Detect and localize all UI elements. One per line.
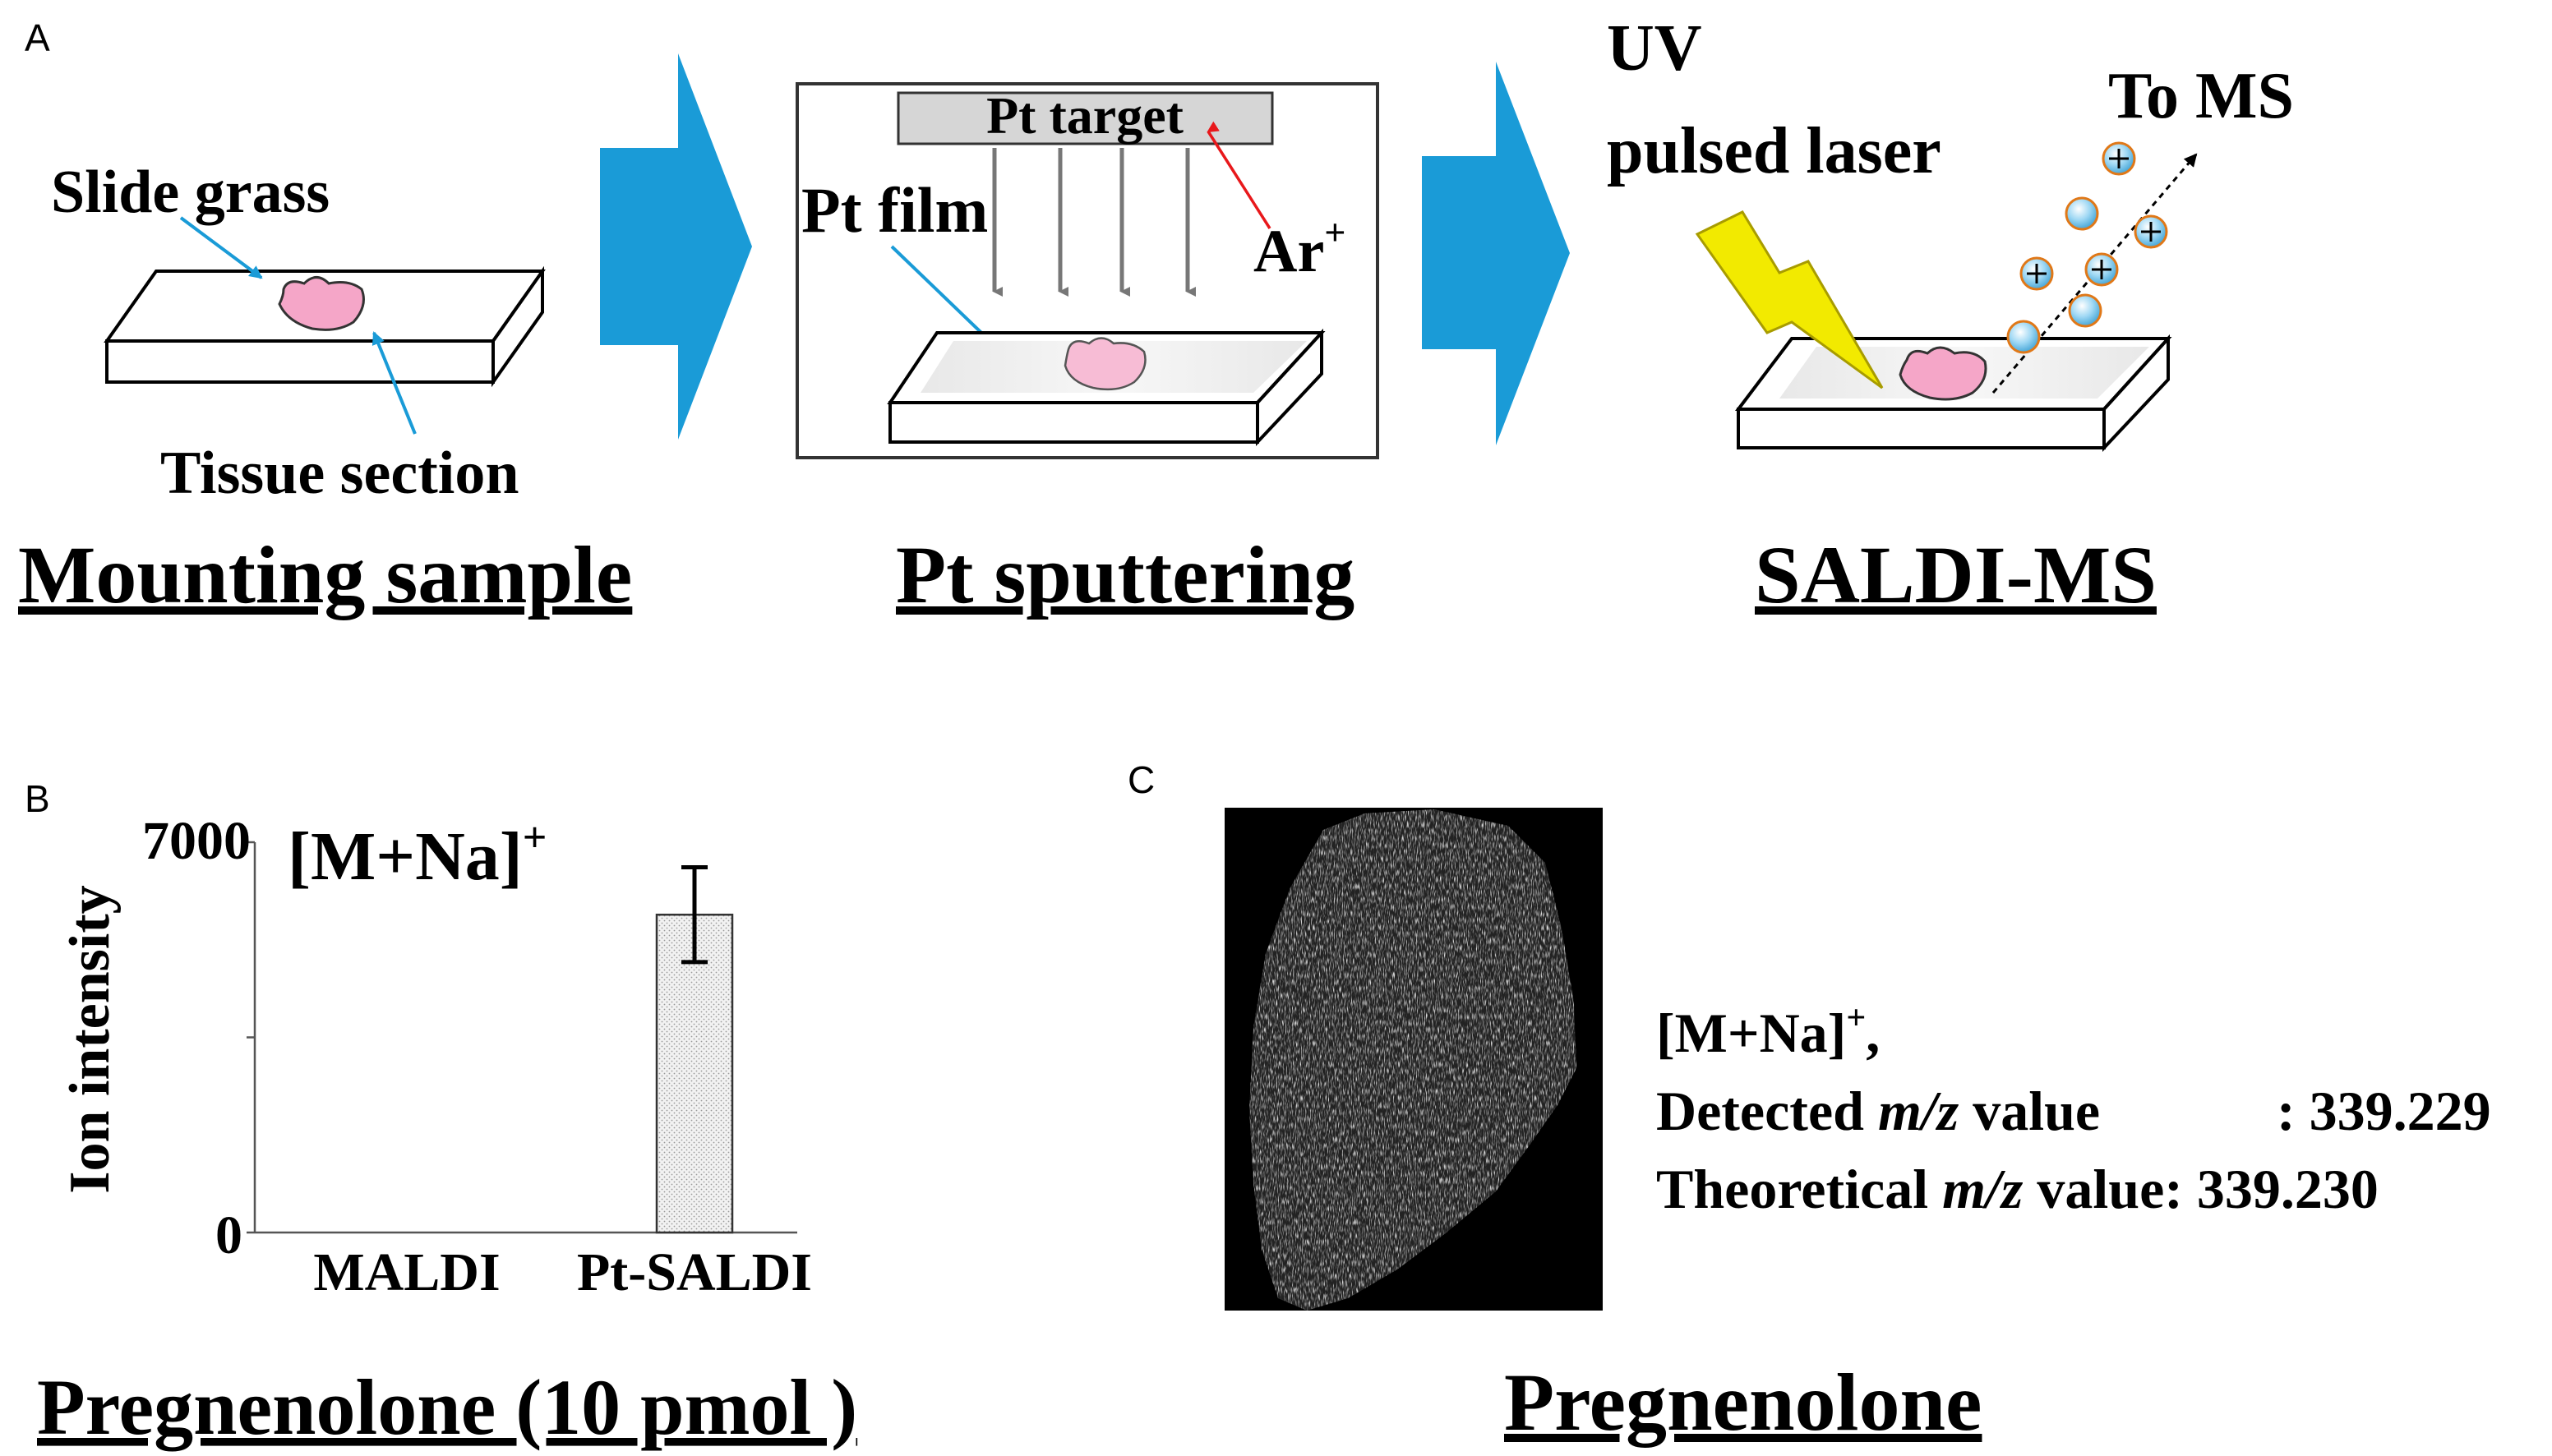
panel-b-caption: Pregnenolone (10 pmol ) bbox=[37, 1363, 857, 1451]
to-ms-label: To MS bbox=[2108, 60, 2294, 132]
pulsed-laser-label: pulsed laser bbox=[1607, 115, 1941, 187]
sputter-tissue bbox=[1064, 337, 1147, 391]
ion-trajectory bbox=[1991, 153, 2198, 394]
pt-film-label: Pt film bbox=[801, 174, 988, 246]
pt-target-label: Pt target bbox=[986, 86, 1184, 145]
uv-label: UV bbox=[1607, 12, 1702, 85]
mount-tissue bbox=[278, 276, 365, 331]
plus-icons bbox=[2027, 149, 2161, 283]
panel-b-letter: B bbox=[25, 777, 50, 820]
panel-a-letter: A bbox=[25, 16, 50, 59]
process-arrow-1 bbox=[600, 53, 752, 440]
y-tick-label: 7000 bbox=[142, 811, 251, 871]
tissue-pointer bbox=[371, 331, 417, 435]
slide-grass-label: Slide grass bbox=[51, 159, 330, 226]
chart-title: [M+Na]+ bbox=[288, 814, 547, 895]
detected-mz-line: Detected m/z value bbox=[1656, 1080, 2100, 1142]
x-tick-label: MALDI bbox=[313, 1242, 500, 1302]
sputter-caption: Pt sputtering bbox=[896, 529, 1354, 620]
process-arrow-2 bbox=[1422, 62, 1570, 445]
sputter-slide bbox=[887, 328, 1326, 447]
sputter-arrows bbox=[992, 148, 1196, 297]
y-tick-label: 0 bbox=[215, 1205, 242, 1265]
panel-c-caption: Pregnenolone bbox=[1504, 1357, 1982, 1448]
ion-formula: [M+Na]+, bbox=[1656, 999, 1880, 1064]
saldi-tissue bbox=[1899, 346, 1987, 401]
ion-spheres bbox=[2006, 141, 2168, 354]
y-axis-label: Ion intensity bbox=[58, 885, 122, 1193]
detected-mz-value: : 339.229 bbox=[2277, 1080, 2491, 1142]
slide-pointer bbox=[179, 216, 263, 279]
lightning-icon bbox=[1695, 210, 1884, 389]
x-tick-label: Pt-SALDI bbox=[577, 1242, 812, 1302]
saldi-caption: SALDI-MS bbox=[1755, 529, 2157, 620]
ar-pointer bbox=[1207, 121, 1271, 229]
mount-caption: Mounting sample bbox=[18, 529, 632, 620]
bar bbox=[655, 913, 734, 1234]
tissue-section-label: Tissue section bbox=[160, 440, 519, 507]
ar-label: Ar+ bbox=[1253, 211, 1346, 285]
theoretical-mz-line: Theoretical m/z value: 339.230 bbox=[1656, 1158, 2379, 1220]
panel-c-letter: C bbox=[1128, 758, 1155, 801]
ms-image-tissue bbox=[1249, 809, 1576, 1311]
